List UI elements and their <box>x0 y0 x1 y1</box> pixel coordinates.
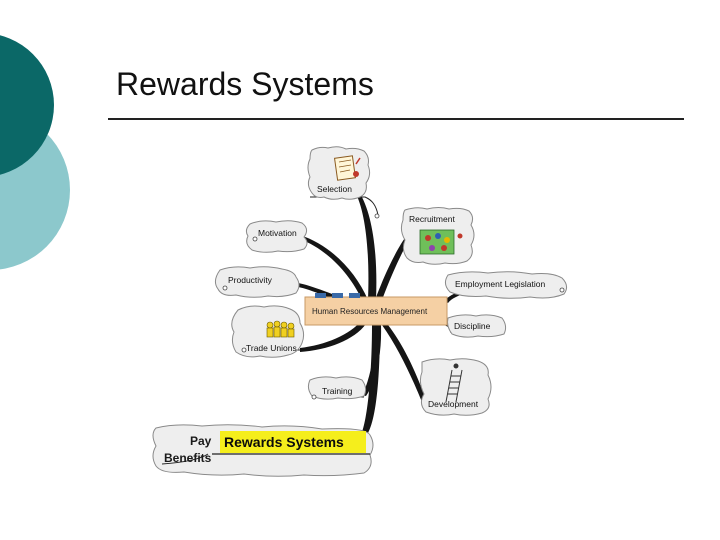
node-clouds <box>152 146 568 477</box>
ladder-icon <box>445 363 463 403</box>
slide-theme-decoration <box>0 35 70 270</box>
rewards-child-pay: Pay <box>190 434 212 448</box>
slide-title: Rewards Systems <box>116 66 374 102</box>
rewards-systems-label: Rewards Systems <box>224 434 344 450</box>
rewards-highlight <box>220 431 366 453</box>
employment-legislation-cloud <box>444 271 568 299</box>
rewards-child-benefits: Benefits <box>164 451 212 465</box>
branch-productivity-label: Productivity <box>228 275 273 285</box>
dark-teal-circle <box>0 35 54 175</box>
branch-recruitment-label: Recruitment <box>409 214 455 224</box>
branch-development-label: Development <box>428 399 479 409</box>
central-node-label: Human Resources Management <box>312 307 428 316</box>
central-node-tabs <box>315 293 360 298</box>
discipline-cloud <box>447 314 507 338</box>
central-node <box>304 296 448 326</box>
people-group-icon <box>419 229 463 255</box>
certificate-icon <box>333 155 361 181</box>
crowd-icon <box>266 320 295 338</box>
node-markers <box>222 213 565 400</box>
motivation-cloud <box>245 220 308 253</box>
title-divider <box>108 118 684 120</box>
branch-employment-legislation-label: Employment Legislation <box>455 279 546 289</box>
branch-discipline-label: Discipline <box>454 321 491 331</box>
benefits-connector <box>161 453 209 465</box>
hr-mind-map: Human Resources Management Selection Rec… <box>152 146 568 477</box>
branch-trade-unions-label: Trade Unions <box>246 343 297 353</box>
branch-motivation-label: Motivation <box>258 228 297 238</box>
productivity-cloud <box>214 266 300 298</box>
branch-selection-label: Selection <box>317 184 352 194</box>
development-cloud <box>419 358 492 416</box>
branch-training-label: Training <box>322 386 353 396</box>
